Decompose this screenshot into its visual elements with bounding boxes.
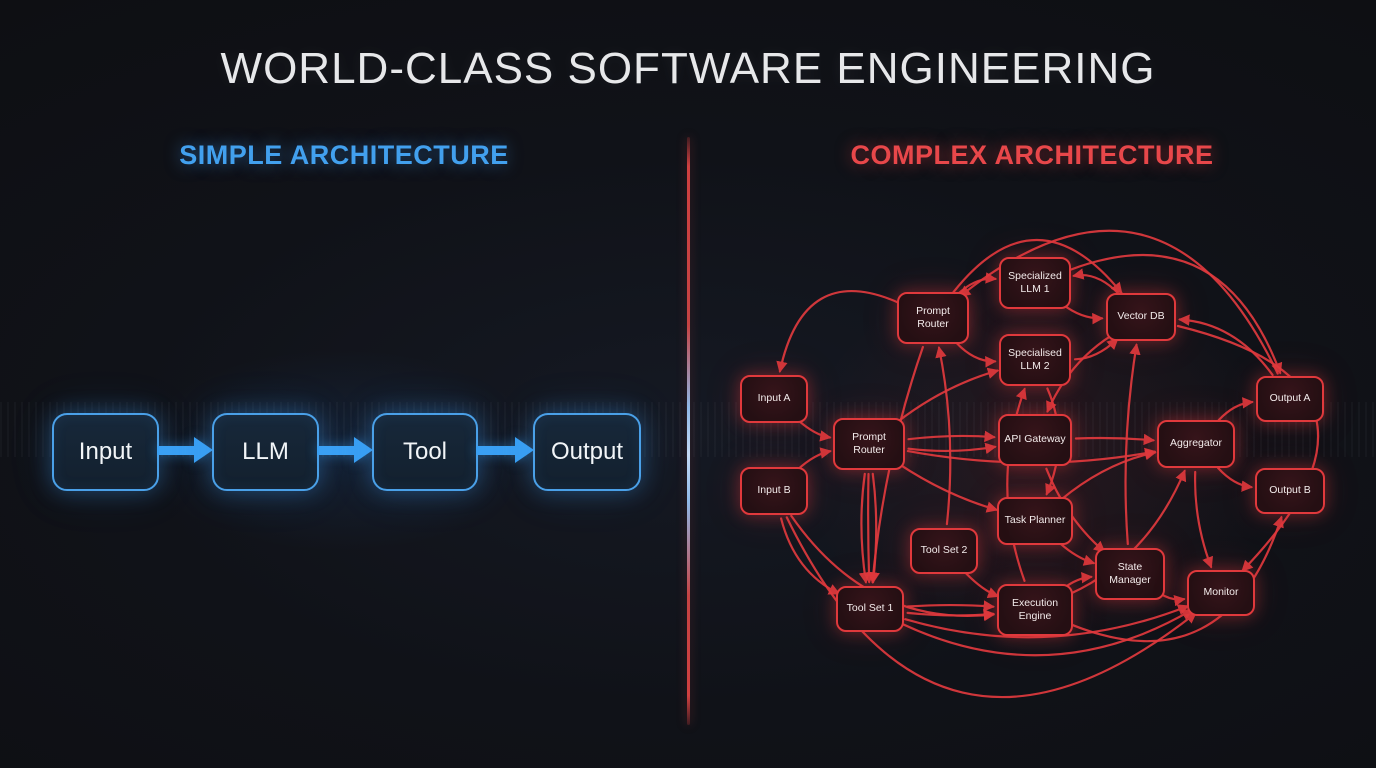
flow-arrow-icon [315,413,373,487]
edge-aggregator-to-monitor [1193,470,1214,569]
node-tool-set-1: Tool Set 1 [836,586,904,632]
edge-input-b-to-monitor [785,516,1197,699]
node-tool-set-2: Tool Set 2 [910,528,978,574]
edge-tool-set-1-to-monitor [904,604,1190,639]
page-title: WORLD-CLASS SOFTWARE ENGINEERING [220,44,1156,93]
node-specialized-llm-1: Specialized LLM 1 [999,257,1071,309]
edge-tool-set-1-to-execution-engine [906,608,996,621]
edge-tool-set-1-to-execution-engine [906,600,996,612]
edge-specialized-llm-1-to-output-a [1069,254,1283,375]
flow-arrow-icon [155,413,213,487]
edge-execution-engine-to-output-b [1070,515,1284,643]
edge-api-gateway-to-aggregator [1074,433,1156,446]
node-task-planner: Task Planner [997,497,1073,545]
node-execution-engine: Execution Engine [997,584,1073,636]
edge-prompt-router-mid-to-api-gateway [907,430,996,443]
edge-prompt-router-mid-to-api-gateway [907,442,997,455]
simple-architecture-heading: SIMPLE ARCHITECTURE [179,140,509,170]
edge-task-planner-to-aggregator [1060,448,1157,501]
edge-specialised-llm-2-to-vector-db [1073,338,1119,361]
edge-execution-engine-to-aggregator [1069,469,1187,595]
edge-prompt-router-mid-to-task-planner [897,462,999,513]
divider-line [687,137,690,725]
node-state-manager: State Manager [1095,548,1165,600]
edge-prompt-router-top-to-vector-db [952,238,1123,295]
edge-execution-engine-to-specialised-llm-2 [1006,387,1027,582]
edge-aggregator-to-output-a [1217,397,1254,422]
simple-node-output: Output [533,413,641,491]
edge-input-a-to-prompt-router-mid [797,419,832,442]
edge-vector-db-to-specialized-llm-1 [1072,268,1120,296]
edge-prompt-router-mid-to-tool-set-1 [863,472,875,584]
edge-input-b-to-prompt-router-mid [796,447,832,471]
edge-prompt-router-top-to-input-a [776,289,900,373]
simple-node-llm: LLM [212,413,319,491]
node-specialised-llm-2: Specialised LLM 2 [999,334,1071,386]
edge-prompt-router-top-to-specialised-llm-2 [955,341,997,368]
edge-prompt-router-mid-to-tool-set-1 [868,472,880,584]
node-aggregator: Aggregator [1157,420,1235,468]
edge-aggregator-to-output-b [1217,466,1254,492]
node-output-b: Output B [1255,468,1325,514]
node-monitor: Monitor [1187,570,1255,616]
node-vector-db: Vector DB [1106,293,1176,341]
edge-prompt-router-mid-to-tool-set-1 [858,472,871,584]
edge-tool-set-2-to-prompt-router-top [935,346,952,526]
complex-architecture-heading: COMPLEX ARCHITECTURE [850,140,1214,170]
node-prompt-router-mid: Prompt Router [833,418,905,470]
edge-prompt-router-top-to-specialized-llm-1 [956,272,998,296]
node-output-a: Output A [1256,376,1324,422]
edge-task-planner-to-state-manager [1059,542,1096,566]
edge-input-b-to-tool-set-1 [780,517,841,595]
edge-tool-set-2-to-execution-engine [964,572,1000,599]
node-api-gateway: API Gateway [998,414,1072,466]
edge-output-a-to-vector-db [1178,314,1274,377]
flow-arrow-icon [474,413,534,487]
node-input-b: Input B [740,467,808,515]
simple-node-tool: Tool [372,413,478,491]
edge-specialized-llm-1-to-vector-db [1061,303,1104,325]
edge-tool-set-1-to-monitor [900,609,1194,657]
node-input-a: Input A [740,375,808,423]
node-prompt-router-top: Prompt Router [897,292,969,344]
edge-state-manager-to-vector-db [1124,343,1141,546]
